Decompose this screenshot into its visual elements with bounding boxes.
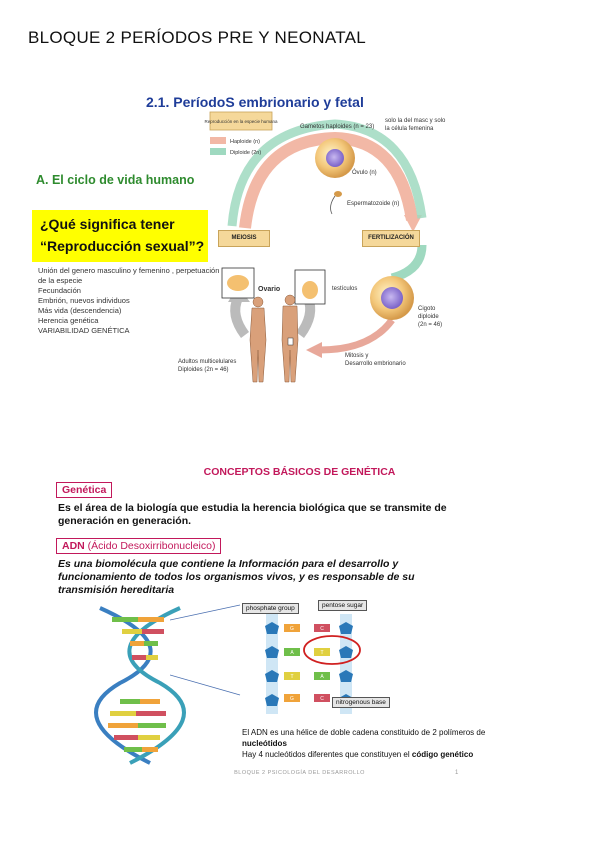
- svg-text:C: C: [320, 626, 324, 632]
- base-pairs: [108, 617, 166, 752]
- gametes-note-2: la célula femenina: [385, 126, 434, 132]
- svg-text:A: A: [320, 674, 324, 680]
- zygote-label-2: diploide: [418, 314, 439, 320]
- ovary-label: Ovario: [258, 286, 281, 293]
- sperm-label: Espermatozoide (n): [347, 201, 400, 207]
- answer-item: Unión del genero masculino y femenino , …: [38, 266, 220, 275]
- dna-caption-1a: El ADN es una hélice de doble cadena con…: [242, 728, 486, 737]
- zygote-label-3: (2n = 46): [418, 322, 443, 328]
- sperm: [334, 191, 342, 197]
- mitosis-label-2: Desarrollo embrionario: [345, 361, 406, 367]
- svg-text:G: G: [290, 626, 294, 632]
- legend-diploid-swatch: [210, 148, 226, 155]
- legend-diploid: Diploide (2n): [230, 150, 261, 156]
- haploid-arrow: [404, 215, 422, 232]
- footer: BLOQUE 2 PSICOLOGÍA DEL DESARROLLO: [234, 770, 365, 776]
- adn-tag: ADN (Ácido Desoxirribonucleico): [56, 538, 222, 554]
- question-box: ¿Qué significa tener “Reproducción sexua…: [32, 210, 208, 262]
- meiosis-box: MEIOSIS: [218, 230, 270, 247]
- answer-item: Embrión, nuevos individuos: [38, 296, 130, 305]
- page-number: 1: [455, 770, 459, 776]
- adn-def-line-2: funcionamiento de todos los organismos v…: [58, 571, 415, 583]
- adn-full-name: (Ácido Desoxirribonucleico): [87, 540, 216, 552]
- fertilization-box: FERTILIZACIÓN: [362, 230, 420, 247]
- svg-text:C: C: [320, 696, 324, 702]
- diploid-arc-top: [227, 119, 427, 227]
- pentose-sugar-label: pentose sugar: [318, 600, 368, 611]
- adn-label: ADN: [62, 540, 85, 552]
- dna-caption-line-1b: nucleótidos: [242, 738, 485, 749]
- question-line-1: ¿Qué significa tener: [40, 216, 175, 232]
- page-title: BLOQUE 2 PERÍODOS PRE Y NEONATAL: [28, 28, 367, 47]
- dna-caption-2a: Hay 4 nucleótidos diferentes que constit…: [242, 750, 412, 759]
- testicles-label: testículos: [332, 286, 358, 292]
- legend-title: Reproducción en la especie humana: [204, 119, 278, 124]
- svg-text:A: A: [290, 650, 294, 656]
- highlight-circle: [303, 635, 361, 665]
- adn-def-line-3: transmisión hereditaria: [58, 584, 175, 596]
- dna-molecule-detail: G C A T T A G C: [265, 614, 361, 714]
- zoom-lines: [170, 604, 241, 696]
- legend-haploid: Haploide (n): [230, 139, 260, 145]
- genetics-tag: Genética: [56, 482, 113, 498]
- svg-text:T: T: [320, 650, 323, 656]
- cycle-title: A. El ciclo de vida humano: [36, 173, 195, 187]
- life-cycle-diagram: Reproducción en la especie humana Haploi…: [204, 111, 427, 383]
- dna-caption-1b: nucleótidos: [242, 739, 287, 748]
- legend-haploid-swatch: [210, 137, 226, 144]
- gametes-label: Gametos haploides (n = 23): [300, 124, 375, 130]
- genetics-def-line-2: generación en generación.: [58, 515, 192, 527]
- dna-caption-line-2: Hay 4 nucleótidos diferentes que constit…: [242, 749, 485, 760]
- svg-text:G: G: [290, 696, 294, 702]
- dna-caption-2b: código genético: [411, 750, 474, 759]
- concepts-title: CONCEPTOS BÁSICOS DE GENÉTICA: [203, 466, 396, 478]
- grey-arrow-left: [230, 295, 250, 338]
- gametes-note-1: solo la del masc y solo: [385, 118, 446, 124]
- adn-def-line-1: Es una biomolécula que contiene la Infor…: [58, 558, 399, 570]
- answer-list: Unión del genero masculino y femenino , …: [38, 266, 219, 336]
- zygote-label-1: Cigoto: [418, 306, 436, 312]
- dna-helix: [94, 606, 186, 765]
- genetics-def-line-1: Es el área de la biología que estudia la…: [58, 502, 447, 514]
- legend-title-box: [209, 111, 273, 131]
- section-title: 2.1. PeríodoS embrionario y fetal: [146, 94, 364, 110]
- adults-label-1: Adultos multicelulares: [178, 359, 237, 365]
- diploid-arc-right: [390, 244, 427, 283]
- mitosis-label-1: Mitosis y: [345, 353, 369, 359]
- answer-item: Más vida (descendencia): [38, 306, 122, 315]
- dna-caption: El ADN es una hélice de doble cadena con…: [242, 727, 485, 760]
- question-line-2: “Reproducción sexual”?: [40, 238, 205, 254]
- diploid-arc-bottom: [319, 317, 395, 354]
- answer-item: Herencia genética: [38, 316, 99, 325]
- svg-text:T: T: [290, 674, 293, 680]
- genetics-definition: Es el área de la biología que estudia la…: [58, 502, 447, 528]
- dna-caption-line-1: El ADN es una hélice de doble cadena con…: [242, 727, 485, 738]
- adn-definition: Es una biomolécula que contiene la Infor…: [58, 558, 478, 597]
- adults-label-2: Diploides (2n = 46): [178, 367, 229, 373]
- ovule-label: Óvulo (n): [352, 170, 377, 176]
- answer-item: de la especie: [38, 276, 83, 285]
- bottom-arrow: [306, 342, 322, 358]
- phosphate-group-label: phosphate group: [242, 603, 299, 614]
- answer-item: VARIABILIDAD GENÉTICA: [38, 326, 130, 335]
- nitrogenous-base-label: nitrogenous base: [332, 697, 390, 708]
- answer-item: Fecundación: [38, 286, 81, 295]
